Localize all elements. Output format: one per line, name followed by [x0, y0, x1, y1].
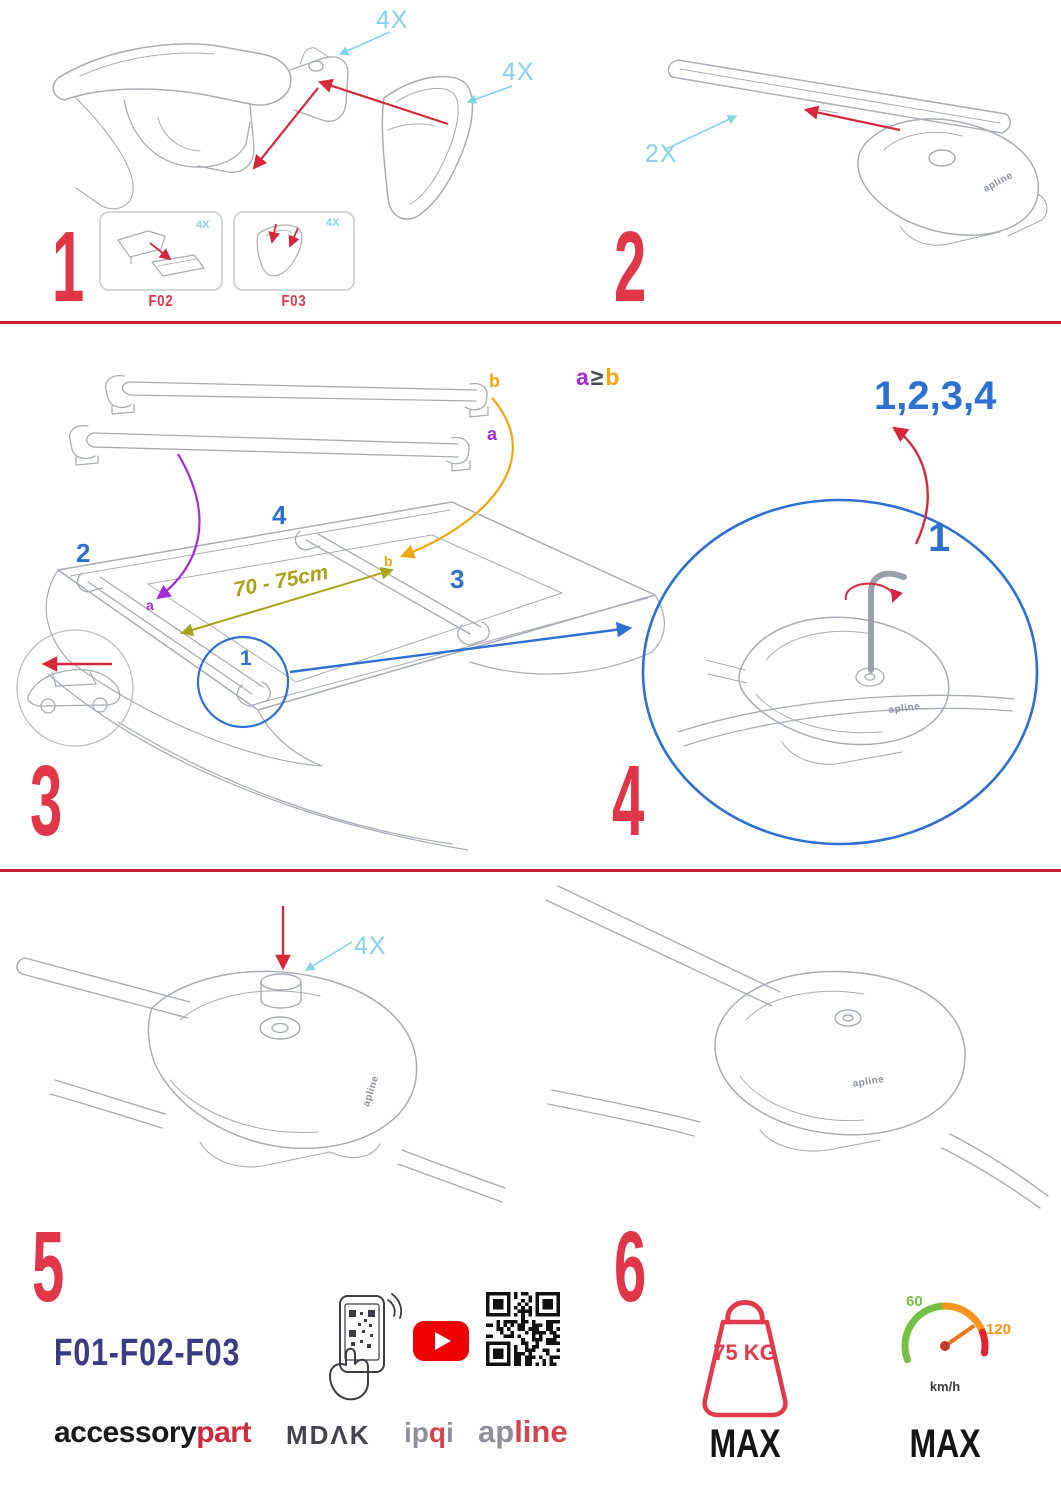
bar-a-label: a — [487, 424, 498, 444]
max-weight-icon — [702, 1300, 788, 1418]
part-box-f02 — [99, 211, 223, 291]
sequence-start: 1 — [928, 516, 951, 560]
car-direction-inset — [16, 629, 134, 747]
foot-assembly-part — [52, 43, 349, 210]
phone-scan-icon — [329, 1293, 402, 1401]
position-3: 3 — [450, 564, 465, 594]
speed-low-label: 60 — [906, 1293, 923, 1310]
roof-a-label: a — [146, 597, 154, 613]
part-box-f03 — [233, 211, 355, 291]
speed-high-label: 120 — [986, 1321, 1012, 1338]
rule-a: a — [576, 364, 591, 390]
qty-label-feet: 4X — [502, 58, 535, 86]
cover-part — [381, 75, 474, 220]
step3-step4-illustration — [16, 374, 1039, 851]
box-f03-qty: 4X — [326, 217, 340, 229]
step-number-2: 2 — [614, 211, 647, 323]
foot-on-rail-step6 — [545, 885, 1049, 1209]
highlight-circle — [196, 635, 290, 729]
qty-label-caps: 4X — [354, 932, 387, 960]
step-number-4: 4 — [612, 745, 645, 857]
rotate-arrow-red — [844, 582, 903, 603]
section-divider-1 — [0, 321, 1061, 324]
brand-ipqi-ip: ip — [404, 1417, 429, 1448]
curve-b-orange — [399, 397, 514, 559]
tighten-sequence: 1,2,3,4 — [874, 374, 997, 418]
roof-b-label: b — [384, 553, 393, 569]
youtube-icon — [413, 1321, 469, 1361]
step-number-5: 5 — [32, 1211, 65, 1323]
insert-arrow-red-2 — [252, 87, 319, 170]
dimension-arrow — [180, 566, 394, 637]
allen-key — [868, 570, 907, 673]
brand-mdak: MDΛK — [286, 1420, 371, 1450]
qr-code — [486, 1292, 560, 1366]
crossbar-a — [69, 424, 471, 472]
curve-a-purple — [156, 453, 201, 600]
foot-part-step2 — [857, 118, 1048, 246]
insert-arrow-red — [317, 78, 449, 126]
qty-leader-cyan-2 — [466, 85, 513, 104]
car-body-outline — [45, 569, 665, 851]
foot-closeup-step4 — [677, 616, 1015, 765]
position-1: 1 — [240, 647, 252, 670]
max-speed-label: MAX — [909, 1422, 981, 1466]
part-code-f03: F03 — [281, 293, 307, 310]
brand-apline-ap: ap — [478, 1414, 515, 1449]
brand-apline-line: line — [514, 1414, 568, 1449]
step1-step2-illustration — [52, 31, 1048, 291]
step5-step6-illustration — [16, 885, 1049, 1209]
sequence-arrow-red — [892, 426, 929, 545]
qty-leader-cyan — [338, 31, 391, 56]
rule-b: b — [605, 364, 622, 390]
bar-end-assembly — [667, 59, 1048, 246]
speed-unit-label: km/h — [929, 1379, 961, 1394]
part-code-f02: F02 — [148, 293, 174, 310]
max-weight-label: MAX — [709, 1422, 781, 1466]
step-number-1: 1 — [52, 211, 85, 323]
step-number-3: 3 — [30, 745, 63, 857]
foot-cap-step5 — [16, 957, 506, 1203]
crossbar-b — [105, 374, 489, 418]
speedometer-icon — [901, 1302, 989, 1364]
magnifier-circle — [641, 498, 1039, 846]
brand-ipqi-q: q — [428, 1417, 446, 1448]
pointer-arrow-blue — [289, 621, 633, 674]
max-weight-value: 75 KG — [713, 1340, 777, 1365]
box-f02-qty: 4X — [196, 219, 210, 231]
length-rule: a≥b — [576, 366, 621, 389]
qty-leader-cyan-4 — [304, 941, 353, 971]
qty-label-covers: 4X — [376, 6, 409, 34]
step-number-6: 6 — [614, 1211, 647, 1323]
brand-ipqi: ipqi — [404, 1419, 454, 1447]
brand-accessory: accessory — [54, 1416, 197, 1449]
brand-apline: apline — [478, 1416, 568, 1447]
slide-arrow-red — [803, 105, 901, 132]
brand-accessorypart: accessorypart — [54, 1418, 251, 1448]
rule-operator: ≥ — [590, 364, 606, 390]
position-2: 2 — [76, 538, 91, 568]
product-codes: F01-F02-F03 — [54, 1332, 241, 1374]
bar-b-label: b — [489, 371, 500, 391]
brand-ipqi-i: i — [446, 1417, 454, 1448]
qty-leader-cyan-3 — [663, 115, 738, 151]
brand-part: part — [196, 1416, 251, 1449]
section-divider-2 — [0, 869, 1061, 872]
qty-label-bars: 2X — [645, 140, 678, 168]
position-4: 4 — [272, 500, 287, 530]
